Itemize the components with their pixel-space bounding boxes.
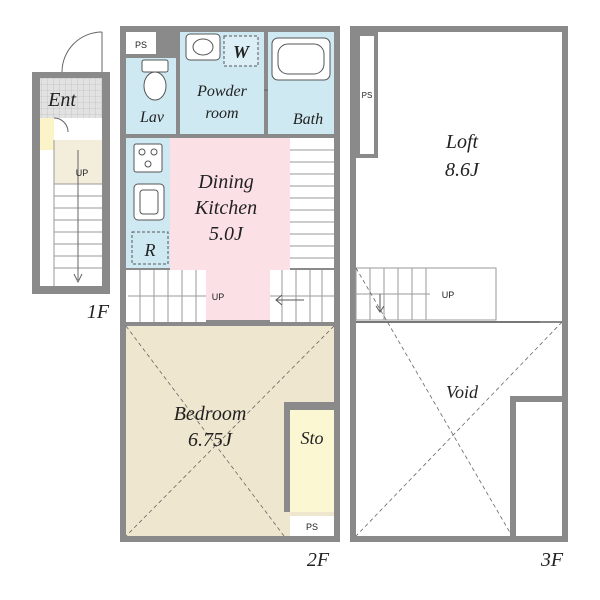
ps-2f-top-label: PS	[135, 40, 147, 50]
2f-up-label: UP	[212, 292, 225, 302]
entrance-door	[61, 31, 103, 73]
storage	[290, 410, 334, 512]
ps-3f	[360, 36, 374, 154]
2f-stair-arrow	[275, 294, 304, 306]
bedroom-label: Bedroom	[174, 403, 247, 425]
ps-3f-label: PS	[362, 91, 373, 100]
dk-label-1: Dining	[197, 171, 254, 193]
fridge-space	[131, 231, 169, 265]
floor-2f: PS Lav W Powder room Bath	[120, 26, 340, 571]
3f-stair	[355, 267, 562, 323]
1f-up-label: UP	[76, 168, 89, 178]
2f-stair-upper-treads	[290, 149, 334, 259]
floor-3f: PS Loft 8.6J UP Void 3F	[350, 26, 568, 571]
sink-icon	[185, 33, 221, 61]
ps-2f-bottom	[290, 516, 334, 536]
floor-label-3f: 3F	[540, 549, 564, 571]
dk-label-2: Kitchen	[194, 197, 257, 219]
ps-2f-bottom-label: PS	[306, 522, 318, 532]
powder-room-label-2: room	[205, 105, 238, 122]
bath-label: Bath	[293, 111, 323, 128]
washer-space	[223, 35, 259, 67]
entrance-tile	[40, 78, 102, 118]
bedroom-size: 6.75J	[188, 429, 233, 451]
1f-stairs	[53, 140, 102, 286]
floor-label-1f: 1F	[87, 301, 110, 323]
bathtub-icon	[271, 37, 331, 81]
storage-label: Sto	[300, 428, 323, 448]
3f-stair-arrow	[375, 294, 385, 313]
floor-label-2f: 2F	[307, 549, 330, 571]
loft-label: Loft	[445, 131, 479, 153]
fridge-label: R	[144, 240, 156, 260]
void-label: Void	[446, 382, 479, 402]
dining-kitchen	[170, 138, 290, 320]
toilet-icon	[141, 59, 169, 101]
bedroom-diagonals	[125, 325, 335, 537]
powder-room-label-1: Powder	[196, 83, 248, 100]
2f-stair-lower-treads	[128, 270, 334, 322]
shoe-storage	[40, 118, 54, 150]
ps-2f-top	[126, 32, 156, 54]
loft-size: 8.6J	[445, 159, 480, 181]
entrance-label: Ent	[47, 89, 76, 111]
2f-stair-upper	[290, 138, 334, 268]
lav-label: Lav	[139, 109, 165, 126]
void-diagonals	[355, 267, 563, 537]
dk-size: 5.0J	[209, 223, 244, 245]
kitchen-sink-icon	[133, 183, 165, 221]
washer-label: W	[233, 42, 251, 62]
floor-1f: Ent UP 1F	[32, 31, 110, 323]
stove-icon	[133, 143, 163, 173]
3f-closet	[516, 402, 562, 536]
3f-up-label: UP	[442, 290, 455, 300]
